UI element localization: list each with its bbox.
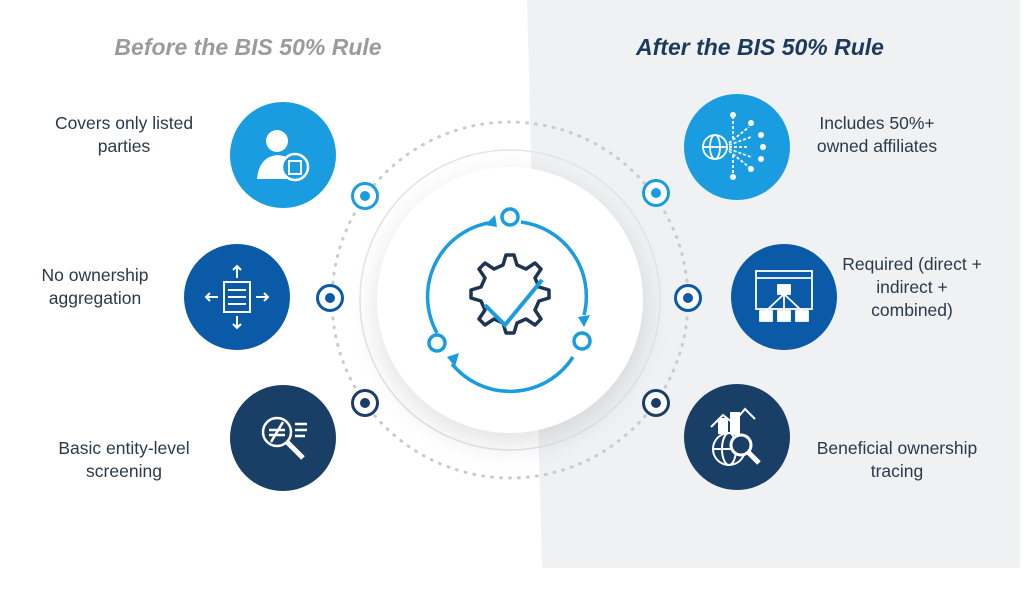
connector-dot (316, 284, 344, 312)
after-item-label: Includes 50%+ owned affiliates (816, 113, 938, 156)
ownership-tracing-circle (684, 384, 790, 490)
affiliates-circle (684, 94, 790, 200)
entity-screening-circle (230, 385, 336, 491)
magnifier-screening-icon (261, 416, 307, 460)
connector-dot (351, 389, 379, 417)
after-item-label: Required (direct + indirect + combined) (842, 254, 982, 320)
before-title: Before the BIS 50% Rule (114, 34, 382, 60)
connector-dot (642, 179, 670, 207)
connector-dot (674, 284, 702, 312)
listed-parties-circle (230, 102, 336, 208)
before-item-label: Covers only listed parties (54, 113, 194, 156)
after-item-label: Beneficial ownership tracing (816, 438, 978, 481)
after-title: After the BIS 50% Rule (636, 34, 884, 60)
faint-ring (359, 149, 661, 451)
center-circle (377, 167, 643, 433)
aggregation-required-circle (731, 244, 837, 350)
before-item-label: No ownership aggregation (41, 265, 149, 308)
before-item-label: Basic entity-level screening (58, 438, 190, 481)
gear-check-cycle-icon (425, 207, 592, 394)
connector-dot (351, 182, 379, 210)
person-document-icon (257, 130, 310, 182)
connector-dot (642, 389, 670, 417)
globe-chart-search-icon (710, 407, 761, 466)
hierarchy-diagram-icon (755, 270, 813, 322)
server-arrows-icon (204, 264, 270, 330)
globe-network-icon (702, 112, 766, 180)
ownership-aggregation-circle (184, 244, 290, 350)
